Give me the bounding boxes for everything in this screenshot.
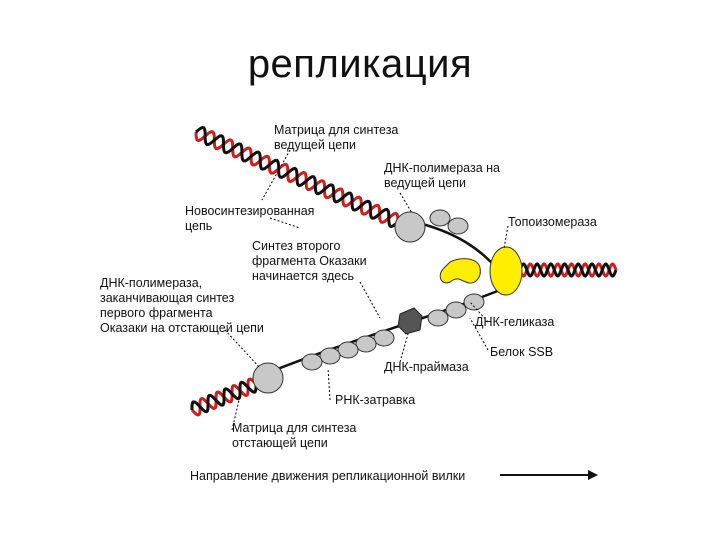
label-direction: Направление движения репликационной вилк… xyxy=(190,469,465,483)
lagging-ssb-proteins xyxy=(301,293,485,371)
label-okazaki-start: Синтез второго фрагмента Оказаки начинае… xyxy=(252,239,370,283)
direction-arrow-head xyxy=(588,470,598,480)
leading-ssb-proteins xyxy=(429,209,469,235)
label-primase: ДНК-праймаза xyxy=(384,360,469,374)
label-ssb: Белок SSB xyxy=(490,345,553,359)
label-lagging-template: Матрица для синтеза отстающей цепи xyxy=(232,421,360,450)
polymerase-leading xyxy=(394,211,426,243)
upper-parental-helix xyxy=(194,125,400,229)
polymerase-lagging xyxy=(252,362,284,394)
helicase-protein xyxy=(439,258,481,284)
right-black-strand xyxy=(518,262,618,278)
label-new-strand: Новосинтезированная цепь xyxy=(185,204,318,233)
pointer-lines xyxy=(224,149,509,431)
label-polymerase-lagging: ДНК-полимераза, заканчивающая синтез пер… xyxy=(100,276,264,335)
label-leading-template: Матрица для синтеза ведущей цепи xyxy=(274,123,402,152)
upper-new-strand xyxy=(195,125,399,229)
label-rna-primer: РНК-затравка xyxy=(335,393,415,407)
unreplicated-helix xyxy=(518,262,618,278)
page-title: репликация xyxy=(247,42,473,86)
topoisomerase-protein xyxy=(489,246,523,296)
label-helicase: ДНК-геликаза xyxy=(475,315,554,329)
lower-new-strand xyxy=(190,380,258,414)
lower-parental-helix xyxy=(190,377,258,417)
primase-protein xyxy=(397,307,423,335)
label-topoisomerase: Топоизомераза xyxy=(508,215,597,229)
label-polymerase-leading: ДНК-полимераза на ведущей цепи xyxy=(384,161,503,190)
